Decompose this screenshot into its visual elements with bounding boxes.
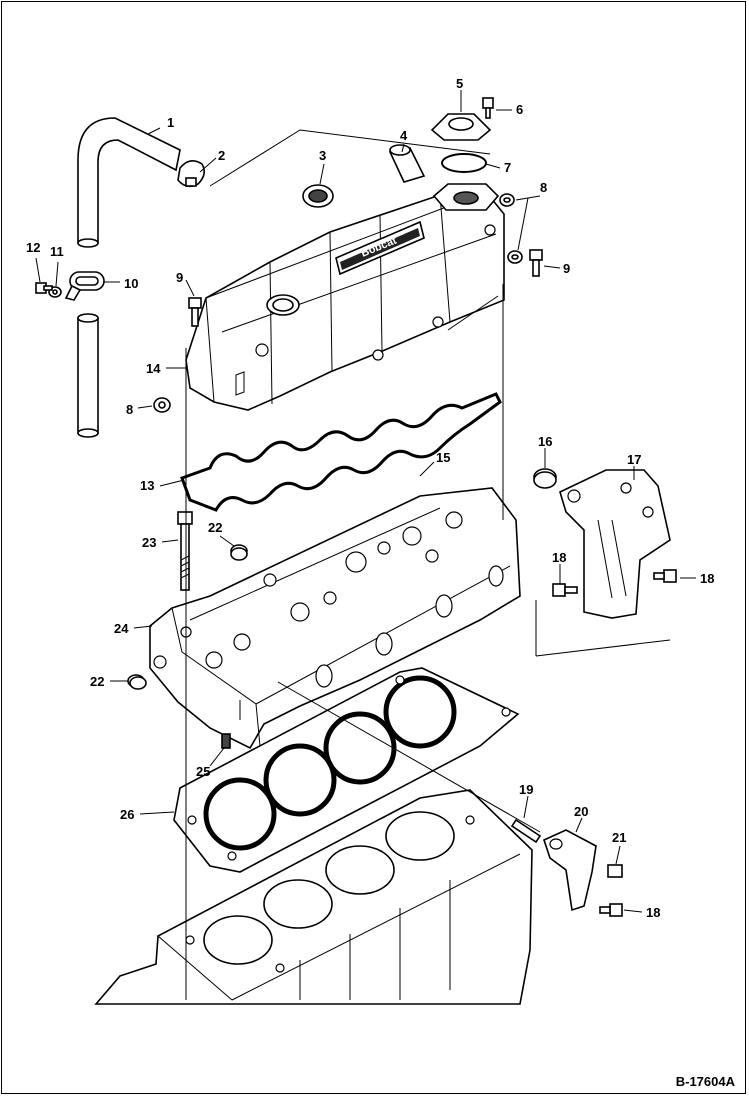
svg-text:9: 9 (563, 261, 570, 276)
svg-text:26: 26 (120, 807, 134, 822)
grommet (153, 397, 171, 413)
svg-text:15: 15 (436, 450, 450, 465)
callout-20: 20 (574, 804, 588, 833)
callout-9-right: 9 (543, 261, 570, 276)
valve-cover-gasket (180, 392, 502, 512)
lift-bracket (559, 469, 671, 619)
callout-25: 25 (196, 747, 225, 779)
callout-21: 21 (612, 830, 626, 865)
svg-text:13: 13 (140, 478, 154, 493)
callout-26: 26 (120, 807, 175, 822)
grommet (507, 250, 523, 264)
callout-18-b: 18 (680, 571, 714, 586)
hose-clamp (177, 160, 206, 188)
callout-11: 11 (50, 244, 64, 287)
bracket-bolt (653, 569, 677, 583)
rear-bracket (543, 829, 597, 912)
svg-text:22: 22 (208, 520, 222, 535)
callout-15: 15 (419, 450, 450, 477)
callout-23: 23 (142, 535, 179, 550)
breather-tube (388, 144, 426, 183)
breather-o-ring (441, 153, 487, 173)
svg-text:5: 5 (456, 76, 463, 91)
svg-text:6: 6 (516, 102, 523, 117)
callout-16: 16 (538, 434, 552, 468)
grommet (499, 193, 515, 207)
guide-lines (185, 129, 671, 1000)
bracket-nut (607, 864, 623, 878)
breather-hose (77, 117, 181, 438)
filler-seal (302, 184, 334, 208)
svg-text:16: 16 (538, 434, 552, 449)
svg-text:20: 20 (574, 804, 588, 819)
head-bolt (177, 511, 193, 591)
svg-text:12: 12 (26, 240, 40, 255)
callout-22-left: 22 (90, 674, 128, 689)
callout-17: 17 (627, 452, 641, 480)
callout-8-top: 8 (515, 180, 547, 251)
svg-text:18: 18 (700, 571, 714, 586)
cap-bolt (482, 97, 494, 119)
hose-bracket (64, 271, 105, 301)
bolt-small (35, 282, 53, 294)
callout-24: 24 (114, 621, 153, 636)
callout-14: 14 (146, 361, 186, 376)
svg-text:18: 18 (646, 905, 660, 920)
callout-7: 7 (485, 160, 511, 175)
svg-text:3: 3 (319, 148, 326, 163)
svg-text:22: 22 (90, 674, 104, 689)
svg-text:10: 10 (124, 276, 138, 291)
breather-cap (430, 113, 492, 141)
svg-text:17: 17 (627, 452, 641, 467)
callout-2: 2 (199, 148, 225, 173)
callout-10: 10 (104, 276, 138, 291)
callout-18-c: 18 (623, 905, 660, 920)
callout-19: 19 (519, 782, 533, 819)
expansion-plug (533, 468, 557, 489)
bracket-bolt (599, 903, 623, 917)
callout-6: 6 (496, 102, 523, 117)
svg-text:7: 7 (504, 160, 511, 175)
svg-text:8: 8 (540, 180, 547, 195)
callout-1: 1 (147, 115, 174, 135)
svg-text:25: 25 (196, 764, 210, 779)
cover-bolt (188, 297, 202, 327)
callout-22-top: 22 (208, 520, 235, 547)
breather-housing (432, 183, 500, 211)
svg-text:2: 2 (218, 148, 225, 163)
svg-text:24: 24 (114, 621, 129, 636)
svg-text:19: 19 (519, 782, 533, 797)
bracket-bolt (552, 583, 578, 597)
callout-5: 5 (456, 76, 463, 112)
callout-12: 12 (26, 240, 41, 283)
callout-3: 3 (319, 148, 326, 185)
callout-8-left: 8 (126, 402, 153, 417)
callout-18-a: 18 (552, 550, 566, 584)
svg-text:9: 9 (176, 270, 183, 285)
svg-text:11: 11 (50, 244, 64, 259)
callout-4: 4 (400, 128, 408, 153)
nozzle (221, 733, 231, 749)
svg-text:14: 14 (146, 361, 161, 376)
callout-9-left: 9 (176, 270, 195, 297)
plug (127, 674, 147, 690)
cylinder-head (149, 487, 521, 750)
svg-text:1: 1 (167, 115, 174, 130)
svg-text:8: 8 (126, 402, 133, 417)
svg-text:23: 23 (142, 535, 156, 550)
cover-bolt (529, 249, 543, 277)
svg-text:4: 4 (400, 128, 408, 143)
stud (510, 818, 542, 844)
figure-id: B-17604A (675, 1074, 735, 1089)
valve-cover: Bobcat (185, 191, 505, 411)
svg-text:18: 18 (552, 550, 566, 565)
callout-13: 13 (140, 478, 185, 493)
engine-block (94, 789, 533, 1005)
plug (230, 544, 248, 561)
svg-text:21: 21 (612, 830, 626, 845)
